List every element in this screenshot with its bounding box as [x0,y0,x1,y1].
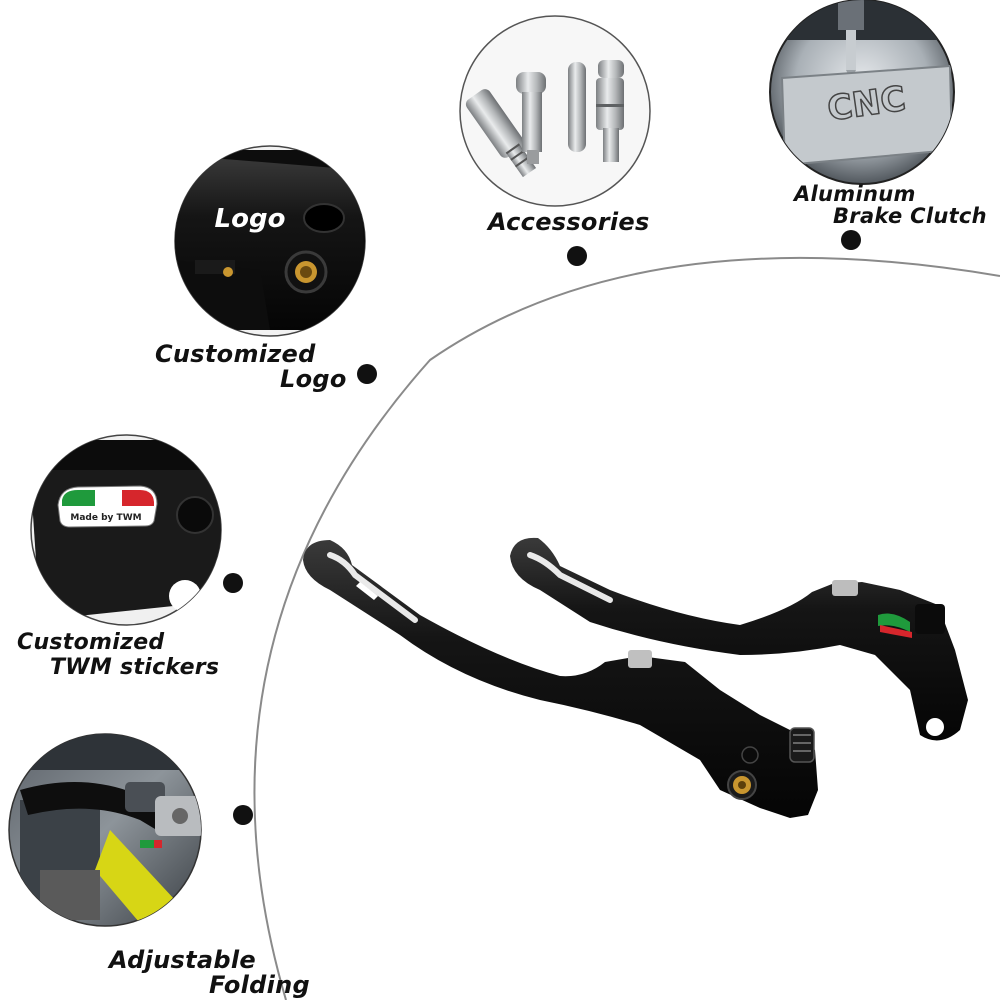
timeline-arc [253,256,1000,1000]
logo-thumbnail: Logo [174,145,366,337]
feature-label-cnc-line2: Brake Clutch [833,204,987,228]
accessories-thumbnail [459,15,651,207]
svg-text:Logo: Logo [215,204,286,234]
arc-dot-folding [233,805,253,825]
feature-label-cnc-line1: Aluminum [794,182,916,206]
svg-text:Made by TWM: Made by TWM [70,513,141,523]
arc-dot-cnc [841,230,861,250]
brake-lever-rear [510,537,968,741]
brake-lever-front [303,540,818,818]
cnc-thumbnail: CNC [769,0,955,185]
twm-sticker: Made by TWM [57,485,158,528]
feature-label-folding-line2: Folding [209,971,311,999]
feature-label-logo-line1: Customized [155,340,316,368]
feature-label-accessories: Accessories [488,208,650,236]
arc-dot-accessories [567,246,587,266]
feature-label-stickers-line2: TWM stickers [50,655,220,680]
arc-dot-logo [357,364,377,384]
arc-dot-stickers [223,573,243,593]
feature-label-stickers-line1: Customized [17,630,165,655]
feature-label-folding-line1: Adjustable [109,946,256,974]
feature-label-logo-line2: Logo [280,365,347,393]
sticker-thumbnail: Made by TWM [30,434,222,626]
folding-thumbnail [8,733,202,927]
